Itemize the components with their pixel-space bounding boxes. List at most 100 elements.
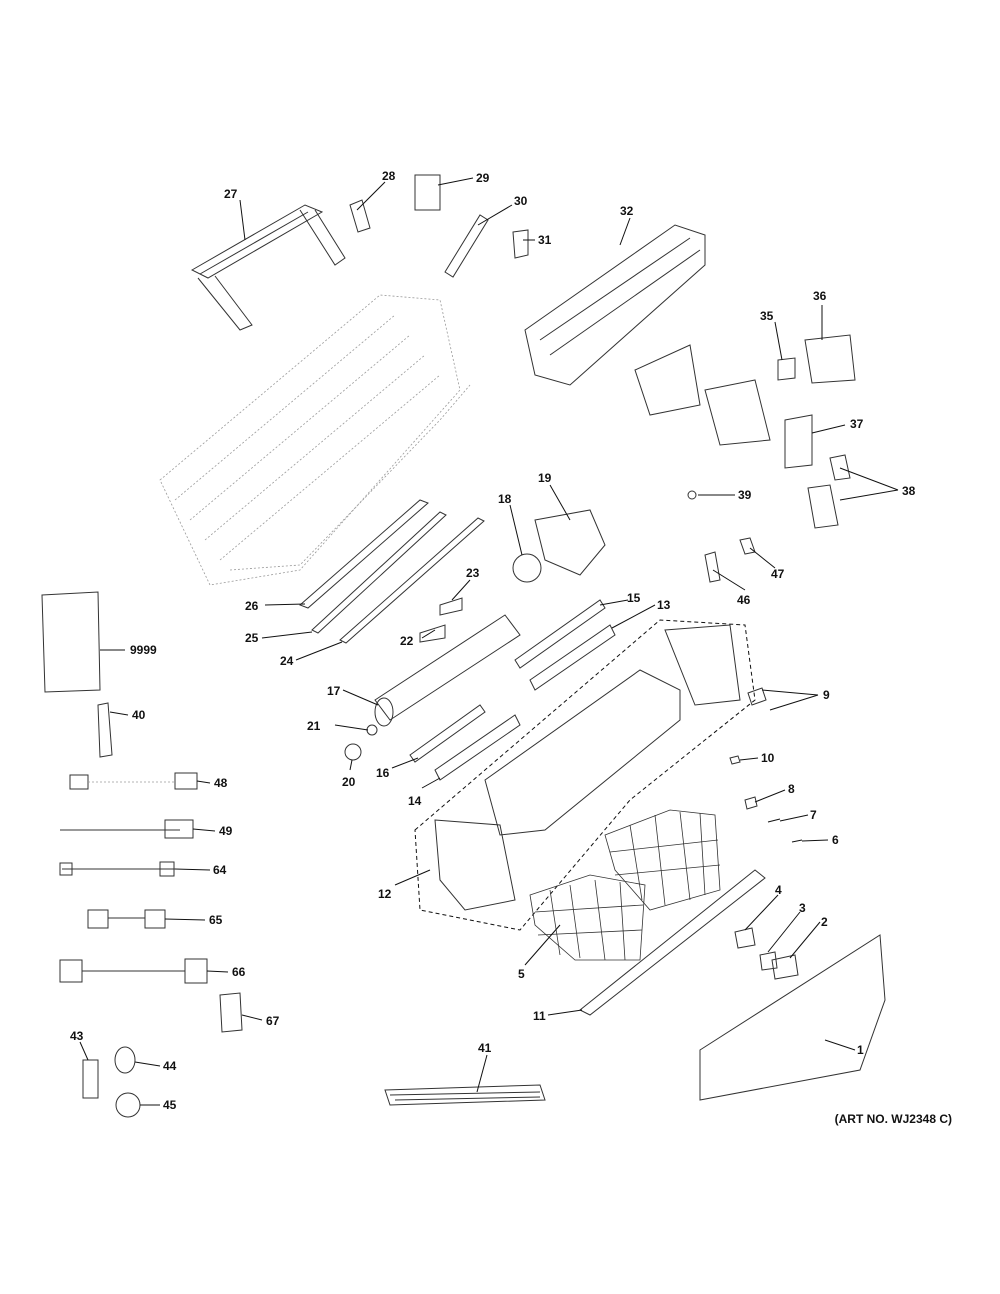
label-44: 44 [163, 1059, 177, 1073]
label-26: 26 [245, 599, 259, 613]
label-20: 20 [342, 775, 356, 789]
label-43: 43 [70, 1029, 84, 1043]
label-25: 25 [245, 631, 259, 645]
callouts: 27 28 29 30 31 32 35 36 37 38 39 46 47 1… [70, 169, 916, 1112]
part-31-plug [512, 229, 529, 259]
part-28-bracket [349, 199, 371, 233]
label-9: 9 [823, 688, 830, 702]
label-35: 35 [760, 309, 774, 323]
label-38: 38 [902, 484, 916, 498]
label-22: 22 [400, 634, 414, 648]
part-1-front-panel [699, 934, 886, 1101]
part-38-terminal-a [829, 454, 851, 481]
part-11-display-strip [579, 869, 766, 1016]
part-8-cap [744, 796, 758, 810]
part-14-vanes [434, 714, 521, 781]
part-45-tape [115, 1092, 141, 1118]
part-13-vanes [529, 624, 616, 691]
part-3-board [759, 951, 778, 971]
label-32: 32 [620, 204, 634, 218]
label-64: 64 [213, 863, 227, 877]
label-4: 4 [775, 883, 782, 897]
label-31: 31 [538, 233, 552, 247]
part-22-bearing [419, 624, 446, 643]
part-35-sensor [777, 357, 796, 381]
label-48: 48 [214, 776, 228, 790]
part-12-front-frame [434, 624, 741, 911]
label-28: 28 [382, 169, 396, 183]
label-45: 45 [163, 1098, 177, 1112]
part-24-louver [339, 517, 485, 644]
art-number: (ART NO. WJ2348 C) [834, 1112, 952, 1126]
label-8: 8 [788, 782, 795, 796]
label-49: 49 [219, 824, 233, 838]
part-4-board [734, 927, 756, 949]
label-29: 29 [476, 171, 490, 185]
part-29-clip [414, 174, 441, 211]
label-11: 11 [533, 1009, 546, 1023]
part-5-filter-right [604, 809, 721, 911]
part-19-motor-cover [534, 509, 606, 576]
part-23-bearing [439, 597, 463, 616]
label-67: 67 [266, 1014, 280, 1028]
part-39-screw [687, 490, 697, 500]
label-12: 12 [378, 887, 392, 901]
part-10-screw [729, 755, 741, 765]
part-43-remote [82, 1059, 99, 1099]
control-box-assembly [634, 344, 771, 446]
part-48-cable [69, 772, 198, 790]
label-36: 36 [813, 289, 827, 303]
part-49-hose [60, 819, 194, 839]
label-6: 6 [832, 833, 839, 847]
part-32-drain-pan [524, 224, 706, 386]
part-18-fan-motor [512, 553, 542, 583]
part-30-rod [444, 214, 489, 278]
label-9999: 9999 [130, 643, 157, 657]
part-67-plate [219, 992, 243, 1033]
label-66: 66 [232, 965, 246, 979]
part-36-board [804, 334, 856, 384]
part-20-bearing [344, 743, 362, 761]
part-40-bracket [97, 702, 113, 758]
label-41: 41 [478, 1041, 492, 1055]
label-17: 17 [327, 684, 341, 698]
part-46-clip [704, 551, 721, 583]
label-24: 24 [280, 654, 294, 668]
part-9-clip [747, 687, 767, 706]
part-37-cover [784, 414, 813, 469]
label-30: 30 [514, 194, 528, 208]
label-1: 1 [857, 1043, 864, 1057]
label-39: 39 [738, 488, 752, 502]
part-41-grille [384, 1084, 546, 1106]
label-46: 46 [737, 593, 751, 607]
label-14: 14 [408, 794, 422, 808]
part-66-pipe [59, 958, 208, 984]
label-21: 21 [307, 719, 321, 733]
part-2-board [771, 954, 799, 980]
part-5-filter-left [529, 874, 646, 961]
part-9999-manual [41, 591, 101, 693]
part-25-louver [311, 511, 447, 634]
label-3: 3 [799, 901, 806, 915]
label-18: 18 [498, 492, 512, 506]
label-37: 37 [850, 417, 864, 431]
part-26-louver [299, 499, 429, 609]
label-13: 13 [657, 598, 671, 612]
label-10: 10 [761, 751, 775, 765]
part-6-pin [791, 839, 803, 843]
label-15: 15 [627, 591, 641, 605]
label-65: 65 [209, 913, 223, 927]
label-7: 7 [810, 808, 817, 822]
leader-lines [79, 177, 899, 1106]
front-housing-group-outline [414, 619, 756, 931]
part-47-clip [739, 537, 756, 555]
part-38-terminal-b [807, 484, 839, 529]
part-65-pipe [87, 909, 166, 929]
label-19: 19 [538, 471, 552, 485]
part-7-pin [767, 818, 781, 823]
part-44-ring [114, 1046, 136, 1074]
label-2: 2 [821, 915, 828, 929]
part-17-blower-wheel [374, 614, 521, 727]
part-27-frame [190, 204, 346, 331]
